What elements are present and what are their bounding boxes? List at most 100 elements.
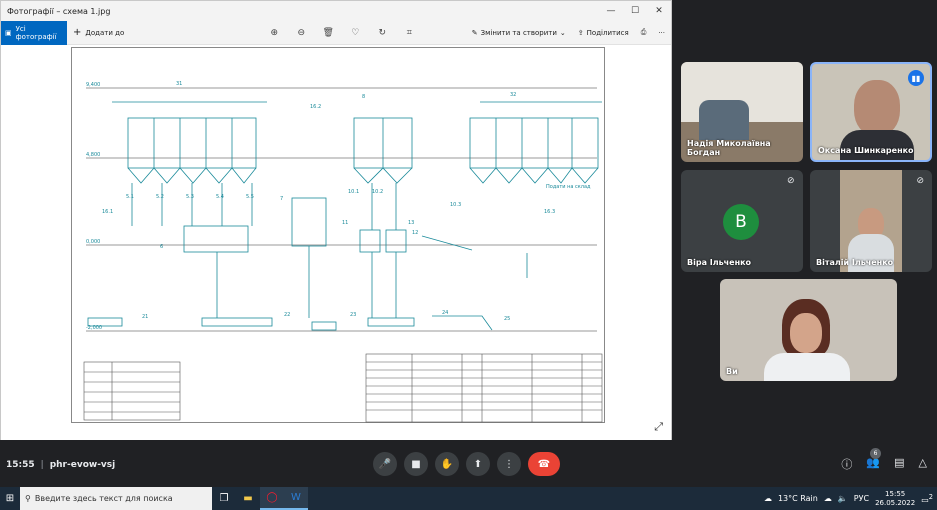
share-icon: ⇪ (577, 28, 584, 37)
activities-icon[interactable]: △ (918, 456, 927, 469)
search-placeholder: Введите здесь текст для поиска (34, 494, 173, 503)
notification-icon[interactable]: ▭2 (921, 492, 933, 505)
drawing-label: 5.2 (156, 194, 164, 200)
print-button[interactable]: ⎙ (641, 28, 647, 37)
participant-tile[interactable]: ⊘ Віталій Ільченко (810, 170, 932, 272)
maximize-button[interactable]: ☐ (630, 6, 640, 16)
drawing-label: 22 (284, 312, 290, 318)
self-tile[interactable]: Ви (720, 279, 897, 381)
drawing-label: 8 (362, 94, 365, 100)
windows-start-icon[interactable]: ⊞ (5, 493, 15, 504)
mic-off-icon: ⊘ (916, 176, 924, 186)
all-photos-button[interactable]: ▣ Усі фотографії (1, 20, 67, 45)
mic-button[interactable]: 🎤 (373, 452, 397, 476)
info-icon[interactable]: ⓘ (841, 458, 853, 471)
clock-time: 15:55 (885, 489, 906, 498)
photos-toolbar: ▣ Усі фотографії + Додати до ⊕ ⊖ 🗑 ♡ ↻ ⌗… (1, 20, 671, 45)
separator: | (40, 460, 44, 470)
close-button[interactable]: ✕ (655, 6, 663, 16)
delete-icon[interactable]: 🗑 (322, 27, 334, 38)
meeting-code: phr-evow-vsj (49, 460, 116, 470)
edit-create-label: Змінити та створити (480, 28, 557, 37)
chevron-down-icon: ⌄ (559, 28, 566, 37)
raise-hand-button[interactable]: ✋ (435, 452, 459, 476)
weather-text[interactable]: 13°C Rain (777, 494, 818, 503)
camera-button[interactable]: ■ (404, 452, 428, 476)
drawing-label: 11 (342, 220, 348, 226)
drawing-label: 10.2 (372, 189, 383, 195)
person-body (840, 130, 914, 160)
drawing-label: 5.4 (216, 194, 224, 200)
taskbar-clock[interactable]: 15:55 26.05.2022 (875, 490, 915, 508)
task-view-icon[interactable]: ❐ (219, 493, 229, 504)
chat-icon[interactable]: ▤ (894, 456, 905, 469)
participant-tile-active[interactable]: ▮▮ Оксана Шинкаренко (810, 62, 932, 162)
level-label: -2,000 (86, 325, 102, 331)
drawing-label: 13 (408, 220, 414, 226)
technical-drawing: 9,400 4,800 0,000 -2,000 31 32 8 16.1 16… (71, 47, 605, 423)
level-label: 9,400 (86, 82, 100, 88)
avatar: В (723, 204, 759, 240)
drawing-label: 24 (442, 310, 448, 316)
meeting-time: 15:55 (6, 460, 35, 470)
person-face (790, 313, 822, 353)
search-icon: ⚲ (25, 494, 31, 503)
file-explorer-icon[interactable]: ▬ (243, 493, 253, 504)
network-icon[interactable]: ☁ (823, 494, 832, 503)
meeting-right-controls: ⓘ 👥 ▤ △ (841, 456, 927, 472)
system-tray: ☁ 13°C Rain ☁ 🔈 РУС 15:55 26.05.2022 ▭2 (764, 490, 937, 508)
call-controls: 🎤 ■ ✋ ⬆ ⋮ ☎ (373, 452, 560, 476)
present-icon: ⬆ (473, 458, 483, 470)
participant-name: Ви (726, 367, 738, 376)
participant-tile[interactable]: Надія Миколаївна Богдан (681, 62, 803, 162)
participant-tile[interactable]: ⊘ В Віра Ільченко (681, 170, 803, 272)
hand-icon: ✋ (440, 458, 454, 470)
edit-icon: ✎ (471, 28, 478, 37)
opera-browser-icon[interactable]: ◯ (260, 487, 284, 510)
drawing-label: 32 (510, 92, 516, 98)
meeting-bar: 15:55 | phr-evow-vsj 🎤 ■ ✋ ⬆ ⋮ ☎ ⓘ 👥 ▤ △… (0, 446, 937, 484)
person-body (848, 234, 894, 272)
drawing-label: 21 (142, 314, 148, 320)
rotate-icon[interactable]: ↻ (378, 27, 387, 38)
weather-icon: ☁ (763, 494, 772, 503)
present-button[interactable]: ⬆ (466, 452, 490, 476)
zoom-in-icon[interactable]: ⊕ (270, 27, 279, 38)
view-tools: ⊕ ⊖ 🗑 ♡ ↻ ⌗ (264, 28, 419, 38)
expand-icon[interactable]: ⤢ (654, 420, 663, 433)
level-label: 4,800 (86, 152, 100, 158)
drawing-label: 16.1 (102, 209, 113, 215)
add-to-button[interactable]: + Додати до (73, 27, 124, 38)
people-silhouette (699, 100, 749, 140)
plus-icon: + (73, 27, 82, 38)
more-button[interactable]: ··· (658, 28, 665, 37)
share-button[interactable]: ⇪Поділитися (578, 29, 629, 37)
drawing-label: 10.3 (450, 202, 461, 208)
word-icon[interactable]: W (284, 487, 308, 510)
favorite-icon[interactable]: ♡ (351, 27, 360, 38)
speaking-icon: ▮▮ (908, 70, 924, 86)
print-icon: ⎙ (640, 28, 647, 36)
title-bar: Фотографії – схема 1.jpg — ☐ ✕ (1, 1, 671, 21)
language-indicator[interactable]: РУС (853, 494, 870, 503)
person-body (764, 353, 850, 381)
taskbar-search[interactable]: ⚲ Введите здесь текст для поиска (20, 487, 212, 510)
window-title: Фотографії – схема 1.jpg (7, 6, 111, 16)
toolbar-right: ✎Змінити та створити⌄ ⇪Поділитися ⎙ ··· (472, 28, 671, 37)
leave-call-button[interactable]: ☎ (528, 452, 560, 476)
zoom-out-icon[interactable]: ⊖ (297, 27, 306, 38)
schematic-svg: 9,400 4,800 0,000 -2,000 31 32 8 16.1 16… (83, 81, 603, 423)
more-options-button[interactable]: ⋮ (497, 452, 521, 476)
crop-icon[interactable]: ⌗ (406, 27, 412, 38)
drawing-note: Подати на склад (546, 184, 591, 190)
edit-create-button[interactable]: ✎Змінити та створити⌄ (472, 29, 566, 37)
people-icon[interactable]: 👥 (866, 456, 881, 469)
minimize-button[interactable]: — (606, 6, 616, 16)
hangup-icon: ☎ (537, 458, 551, 470)
mic-icon: 🎤 (378, 458, 392, 470)
participant-name: Віра Ільченко (687, 258, 752, 267)
drawing-label: 12 (412, 230, 418, 236)
drawing-label: 25 (504, 316, 510, 322)
volume-icon[interactable]: 🔈 (837, 494, 848, 503)
